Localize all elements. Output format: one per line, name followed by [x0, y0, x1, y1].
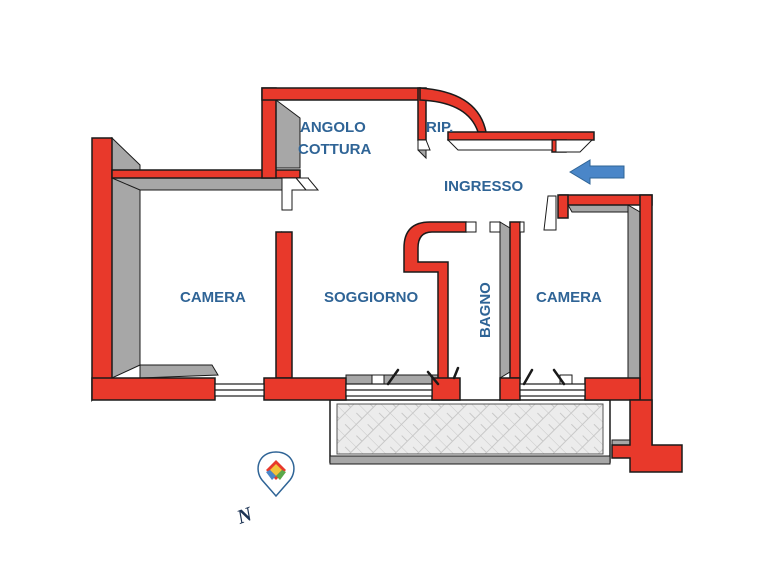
label-soggiorno: SOGGIORNO [324, 289, 419, 306]
windows [214, 383, 586, 397]
room-labels: ANGOLO COTTURA RIP. INGRESSO CAMERA SOGG… [180, 119, 602, 338]
compass-icon: N [233, 451, 295, 529]
label-ingresso: INGRESSO [444, 178, 524, 195]
compass-north-letter: N [233, 503, 256, 529]
label-angolo-line1: ANGOLO [300, 119, 366, 136]
door-swings [386, 366, 566, 386]
label-bagno: BAGNO [477, 282, 494, 338]
label-camera-right: CAMERA [536, 289, 602, 306]
label-angolo-line2: COTTURA [298, 141, 371, 158]
label-ripostiglio: RIP. [426, 119, 453, 136]
wall-top-faces [281, 139, 594, 391]
walls [91, 87, 683, 473]
entry-arrow-icon [569, 159, 625, 185]
terrace [329, 399, 611, 465]
label-camera-left: CAMERA [180, 289, 246, 306]
